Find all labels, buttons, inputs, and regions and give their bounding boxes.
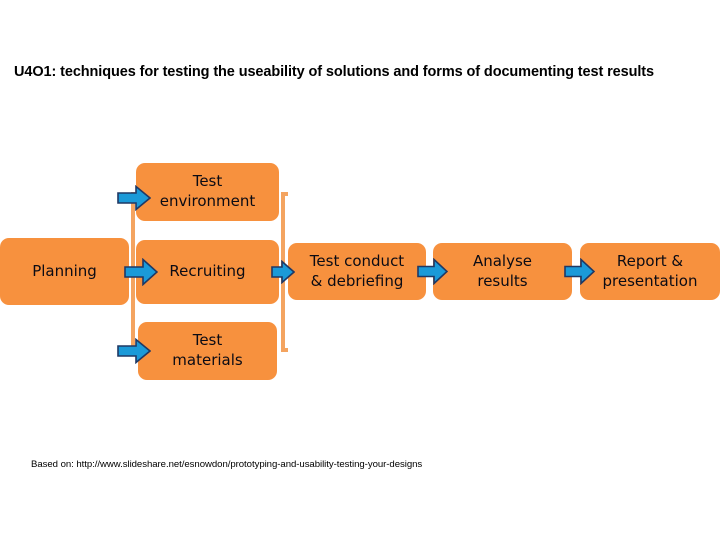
flow-box-report-presentation-line-2: presentation	[602, 271, 698, 290]
source-attribution: Based on: http://www.slideshare.net/esno…	[31, 459, 423, 470]
bracket-right-top-stub	[281, 192, 288, 196]
flow-box-analyse-results-line-1: Analyse	[472, 251, 533, 270]
bracket-right-bottom-stub	[281, 348, 288, 352]
arrow-icon-test-conduct-to-analyse	[417, 258, 448, 285]
flow-box-test-conduct-label: Test conduct& debriefing	[306, 252, 408, 292]
flow-box-test-conduct-line-1: Test conduct	[309, 251, 405, 270]
flow-box-test-conduct[interactable]: Test conduct& debriefing	[288, 243, 426, 300]
arrow-icon-planning-to-test-materials	[117, 338, 151, 364]
flow-box-planning[interactable]: Planning	[0, 238, 129, 305]
arrow-icon-planning-to-recruiting	[124, 258, 158, 286]
flow-box-report-presentation-line-1: Report &	[616, 251, 684, 270]
flow-box-test-environment-line-2: environment	[159, 192, 256, 210]
flow-box-test-materials-line-2: materials	[172, 351, 243, 369]
arrow-icon-analyse-to-report	[564, 258, 595, 285]
arrow-icon-planning-to-test-environment	[117, 185, 151, 211]
flow-box-test-environment-line-1: Test	[192, 172, 223, 191]
arrow-icon-middle-to-test-conduct	[271, 260, 295, 284]
flow-box-test-materials-line-1: Test	[192, 331, 223, 350]
page-title: U4O1: techniques for testing the useabil…	[14, 64, 654, 80]
flow-box-recruiting-label: Recruiting	[169, 262, 246, 281]
flow-box-report-presentation-label: Report &presentation	[599, 252, 702, 292]
flow-box-test-conduct-line-2: & debriefing	[310, 271, 404, 290]
flow-box-analyse-results-line-2: results	[477, 271, 528, 290]
flow-box-report-presentation[interactable]: Report &presentation	[580, 243, 720, 300]
flow-box-recruiting[interactable]: Recruiting	[136, 240, 279, 304]
flow-box-planning-label: Planning	[32, 261, 97, 280]
